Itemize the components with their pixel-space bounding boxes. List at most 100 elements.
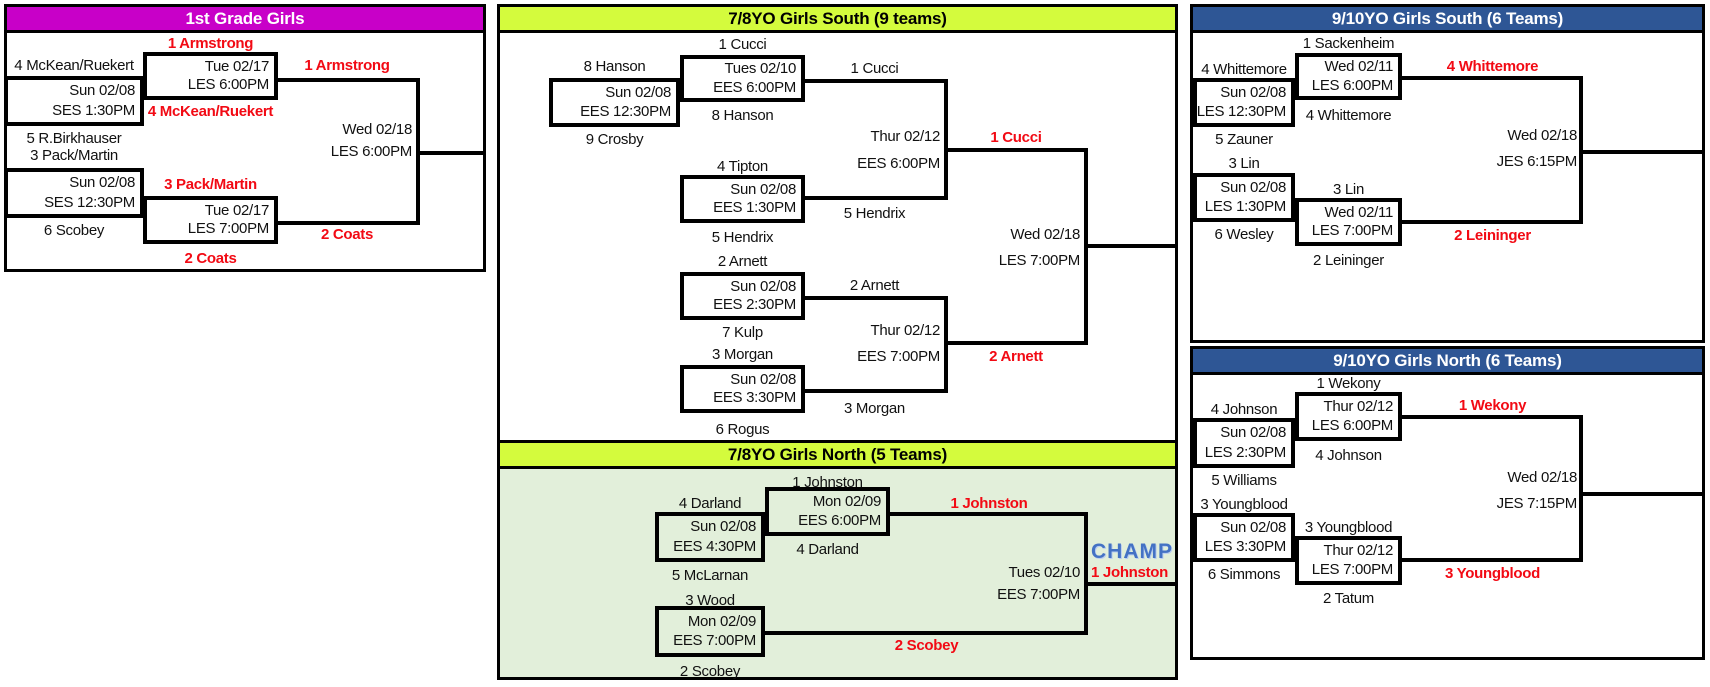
final-date-910s: Wed 02/18 xyxy=(1507,127,1577,144)
game-box-r2-johnston: Mon 02/09 EES 6:00PM xyxy=(765,487,890,536)
final-top-line-910s xyxy=(1402,76,1583,80)
sf2-bottom-line xyxy=(805,389,948,393)
game-date: Tue 02/17 xyxy=(204,201,270,219)
game-date: Sun 02/08 xyxy=(690,518,756,536)
north-final-bottom-line xyxy=(765,631,1088,635)
game-date: Thur 02/12 xyxy=(1323,542,1393,559)
sf1-time: EES 6:00PM xyxy=(857,155,940,172)
team-entry-mckean: 4 McKean/Ruekert xyxy=(14,57,134,74)
game-box-r2a-north: Thur 02/12 LES 6:00PM xyxy=(1295,392,1402,441)
winner-hanson: 8 Hanson xyxy=(711,107,774,124)
winner-line-910n xyxy=(1583,492,1705,496)
game-box-sfA: Tue 02/17 LES 6:00PM xyxy=(143,52,278,100)
sf1-date: Thur 02/12 xyxy=(870,128,940,145)
north-final-time: EES 7:00PM xyxy=(997,586,1080,603)
game-box-qf-darland: Sun 02/08 EES 4:30PM xyxy=(655,512,765,562)
game-date: Sun 02/08 xyxy=(605,84,671,101)
final-time: LES 6:00PM xyxy=(330,143,413,160)
game-time: LES 7:00PM xyxy=(187,220,270,238)
final-bottom-line xyxy=(278,221,420,225)
north-final-vline xyxy=(1084,512,1088,635)
team-entry-simmons: 6 Simmons xyxy=(1207,566,1281,583)
game-date: Mon 02/09 xyxy=(812,493,881,510)
game-date: Sun 02/08 xyxy=(730,277,796,295)
final-top-line xyxy=(278,78,420,82)
team-entry-hendrix: 5 Hendrix xyxy=(711,229,774,246)
team-entry-tatum: 2 Tatum xyxy=(1323,590,1374,607)
final-time-910n: JES 7:15PM xyxy=(1496,495,1578,512)
team-entry-mclarnan: 5 McLarnan xyxy=(671,567,749,584)
sf2-time: EES 7:00PM xyxy=(857,348,940,365)
game-date: Tues 02/10 xyxy=(724,60,797,78)
game-date: Wed 02/11 xyxy=(1324,203,1394,221)
game-time: LES 12:30PM xyxy=(1196,103,1287,120)
game-date: Sun 02/08 xyxy=(730,370,796,388)
south-final-time: LES 7:00PM xyxy=(998,252,1081,269)
sf1-vline xyxy=(944,79,948,200)
team-entry-leininger: 2 Leininger xyxy=(1313,252,1384,269)
team-entry-sackenheim: 1 Sackenheim xyxy=(1302,35,1395,52)
south-final-vline xyxy=(1084,148,1088,345)
team-entry-arnett: 2 Arnett xyxy=(717,253,768,270)
finalist-wekony: 1 Wekony xyxy=(1458,397,1527,414)
north-final-date: Tues 02/10 xyxy=(1008,564,1081,581)
champ-line xyxy=(1088,582,1178,586)
team-entry-cucci: 1 Cucci xyxy=(718,36,767,53)
game-time: EES 1:30PM xyxy=(713,199,796,217)
team-entry-scobey-north: 2 Scobey xyxy=(679,663,741,680)
sf1-bottom-line xyxy=(805,196,948,200)
game-box-r1b: Sun 02/08 SES 12:30PM xyxy=(4,168,144,218)
sf2-date: Thur 02/12 xyxy=(870,322,940,339)
game-time: LES 1:30PM xyxy=(1204,198,1287,215)
game-date: Sun 02/08 xyxy=(1220,424,1286,442)
game-time: LES 2:30PM xyxy=(1204,443,1287,461)
bracket-title-78-north: 7/8YO Girls North (5 Teams) xyxy=(497,440,1178,469)
game-time: EES 3:30PM xyxy=(713,389,796,407)
final-time-910s: JES 6:15PM xyxy=(1496,153,1578,170)
winner-morgan: 3 Morgan xyxy=(844,400,905,417)
south-final-winner-line xyxy=(1088,244,1178,248)
final-bottom-line-910n xyxy=(1402,558,1583,562)
game-box-qf1-north: Sun 02/08 LES 2:30PM xyxy=(1193,418,1295,468)
team-entry-johnson: 4 Johnson xyxy=(1210,401,1278,418)
game-date: Sun 02/08 xyxy=(69,174,135,192)
final-vline-910s xyxy=(1579,76,1583,224)
game-date: Thur 02/12 xyxy=(1323,398,1393,415)
finalist-leininger: 2 Leininger xyxy=(1454,227,1531,244)
team-entry-kulp: 7 Kulp xyxy=(722,324,763,341)
winner-hendrix: 5 Hendrix xyxy=(843,205,906,222)
game-time: EES 6:00PM xyxy=(713,78,796,96)
team-entry-zauner: 5 Zauner xyxy=(1215,131,1273,148)
winner-whittemore: 4 Whittemore xyxy=(1305,107,1392,124)
game-date: Sun 02/08 xyxy=(1220,179,1286,196)
winner-line-910s xyxy=(1583,150,1705,154)
team-entry-wesley: 6 Wesley xyxy=(1214,226,1274,243)
team-entry-whittemore: 4 Whittemore xyxy=(1201,61,1287,78)
champ-label: CHAMP xyxy=(1091,540,1173,563)
game-time: LES 6:00PM xyxy=(187,76,270,94)
team-entry-wekony: 1 Wekony xyxy=(1316,375,1381,392)
team-entry-rogus: 6 Rogus xyxy=(715,421,770,438)
team-entry-crosby: 9 Crosby xyxy=(585,131,644,148)
game-time: EES 7:00PM xyxy=(673,632,756,650)
game-date: Sun 02/08 xyxy=(1220,84,1286,101)
bracket-title-1st-grade: 1st Grade Girls xyxy=(4,4,486,33)
game-date: Sun 02/08 xyxy=(1220,519,1286,536)
winner-youngblood: 3 Youngblood xyxy=(1304,519,1393,536)
team-entry-armstrong: 1 Armstrong xyxy=(167,35,254,52)
game-date: Wed 02/11 xyxy=(1324,58,1394,76)
game-time: EES 2:30PM xyxy=(713,296,796,314)
game-date: Mon 02/09 xyxy=(687,612,756,630)
game-time: SES 12:30PM xyxy=(44,193,135,211)
team-entry-lin: 3 Lin xyxy=(1228,155,1260,172)
game-time: EES 6:00PM xyxy=(798,512,881,529)
sf1-winner-cucci: 1 Cucci xyxy=(990,129,1042,146)
north-section-background xyxy=(500,469,1175,677)
winner-line xyxy=(420,151,486,155)
game-box-r1a: Sun 02/08 SES 1:30PM xyxy=(4,76,144,126)
game-box-qfC: Sun 02/08 EES 2:30PM xyxy=(680,272,805,320)
bracket-title-910-north: 9/10YO Girls North (6 Teams) xyxy=(1190,346,1705,375)
game-time: LES 6:00PM xyxy=(1311,417,1394,434)
sf1-winner-line xyxy=(948,148,1088,152)
team-entry-morgan: 3 Morgan xyxy=(712,346,773,363)
